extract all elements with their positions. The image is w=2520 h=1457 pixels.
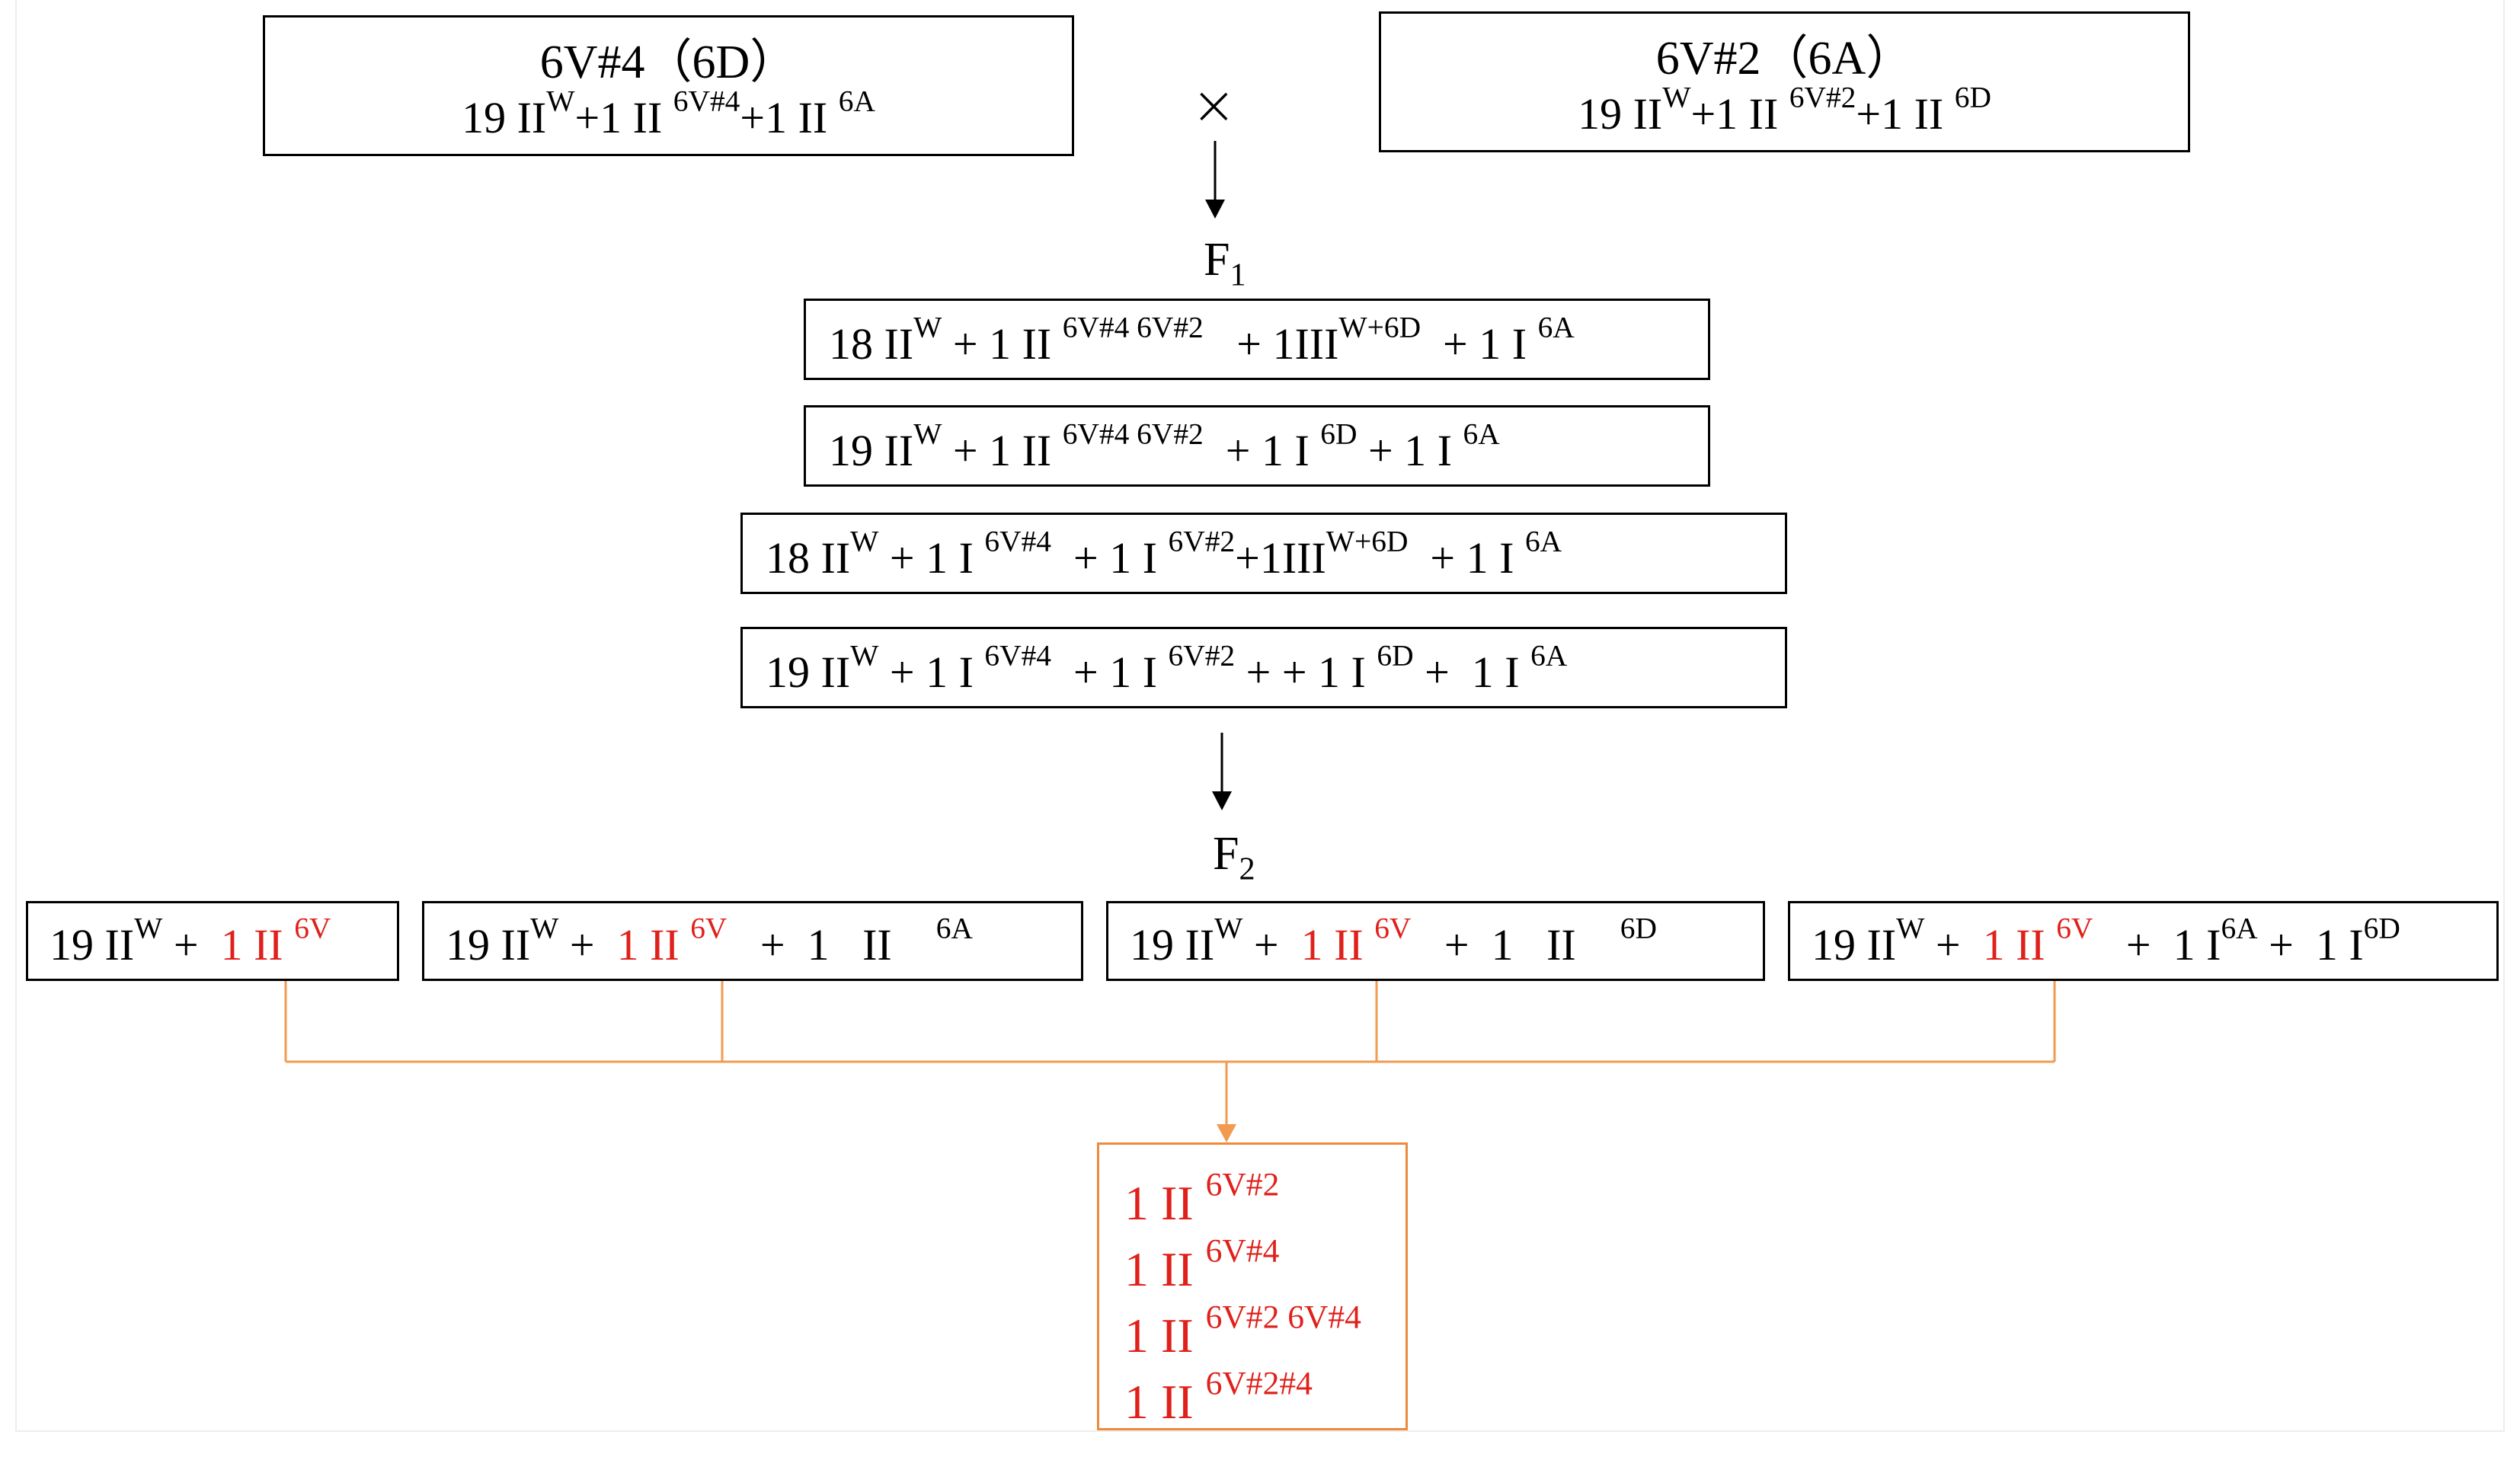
result-box: 1 II 6V#2 1 II 6V#4 1 II 6V#2 6V#4 1 II … [1097, 1142, 1408, 1430]
f2-box-1-text: 19 IIW + 1 II 6V [50, 911, 331, 970]
f1-row-1: 18 IIW + 1 II 6V#4 6V#2 + 1IIIW+6D + 1 I… [804, 299, 1710, 380]
f1-row-4: 19 IIW + 1 I 6V#4 + 1 I 6V#2 + + 1 I 6D … [740, 627, 1787, 708]
result-line-3: 1 II 6V#2 6V#4 [1124, 1299, 1361, 1363]
parent-box-right: 6V#2（6A） 19 IIW+1 II 6V#2+1 II 6D [1379, 11, 2190, 152]
f2-box-4: 19 IIW + 1 II 6V + 1 I6A + 1 I6D [1788, 901, 2499, 981]
diagram-frame [15, 0, 2505, 1432]
f2-box-4-text: 19 IIW + 1 II 6V + 1 I6A + 1 I6D [1812, 911, 2400, 970]
result-line-4: 1 II 6V#2#4 [1124, 1365, 1313, 1429]
f2-box-1: 19 IIW + 1 II 6V [26, 901, 399, 981]
arrow-to-f2 [1212, 733, 1232, 810]
f1-row-3-text: 18 IIW + 1 I 6V#4 + 1 I 6V#2+1IIIW+6D + … [766, 524, 1562, 583]
f1-row-2-text: 19 IIW + 1 II 6V#4 6V#2 + 1 I 6D + 1 I 6… [829, 417, 1500, 475]
cross-symbol: × [1191, 74, 1236, 136]
arrow-to-result [1217, 1124, 1236, 1142]
f2-box-2-text: 19 IIW + 1 II 6V + 1 II 6A [446, 911, 973, 970]
parent-left-title: 6V#4（6D） [539, 37, 798, 88]
f2-box-3: 19 IIW + 1 II 6V + 1 II 6D [1106, 901, 1765, 981]
arrow-to-f1 [1205, 141, 1225, 219]
parent-left-karyotype: 19 IIW+1 II 6V#4+1 II 6A [462, 84, 875, 142]
f1-row-3: 18 IIW + 1 I 6V#4 + 1 I 6V#2+1IIIW+6D + … [740, 513, 1787, 594]
result-line-1: 1 II 6V#2 [1124, 1166, 1280, 1230]
f1-row-4-text: 19 IIW + 1 I 6V#4 + 1 I 6V#2 + + 1 I 6D … [766, 638, 1568, 697]
f2-box-3-text: 19 IIW + 1 II 6V + 1 II 6D [1130, 911, 1657, 970]
parent-right-karyotype: 19 IIW+1 II 6V#2+1 II 6D [1578, 80, 1991, 139]
parent-right-title: 6V#2（6A） [1655, 33, 1914, 85]
f1-label: F1 [1204, 234, 1246, 293]
f2-collector-lines [284, 981, 2056, 1127]
f2-box-2: 19 IIW + 1 II 6V + 1 II 6A [422, 901, 1083, 981]
f1-row-2: 19 IIW + 1 II 6V#4 6V#2 + 1 I 6D + 1 I 6… [804, 405, 1710, 487]
f1-row-1-text: 18 IIW + 1 II 6V#4 6V#2 + 1IIIW+6D + 1 I… [829, 310, 1575, 369]
parent-box-left: 6V#4（6D） 19 IIW+1 II 6V#4+1 II 6A [263, 15, 1074, 156]
f2-label: F2 [1213, 828, 1255, 887]
result-line-2: 1 II 6V#4 [1124, 1232, 1280, 1296]
